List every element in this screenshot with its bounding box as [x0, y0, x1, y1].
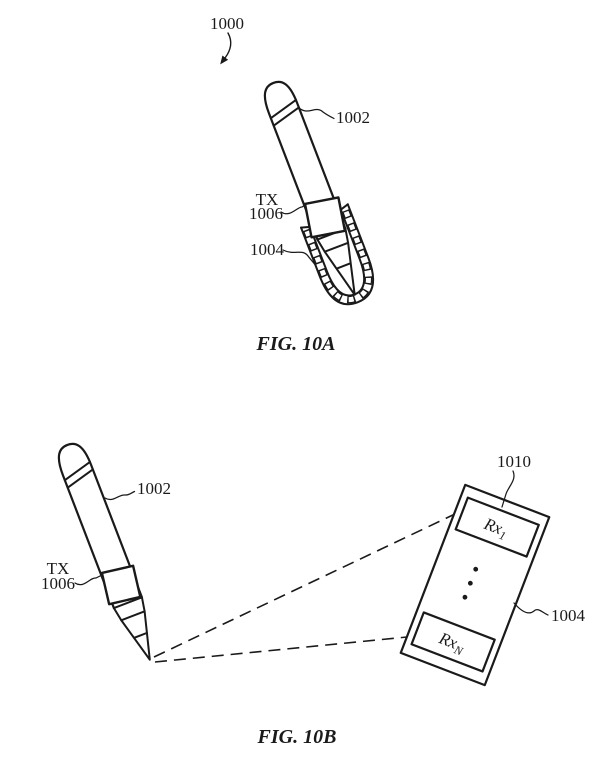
tx-label-a: TX — [256, 190, 279, 209]
tip-cover-inner-edge — [308, 208, 366, 297]
rx-first-electrode-box — [454, 496, 540, 558]
rx-last-electrode-box — [410, 611, 496, 673]
tip-cover-segments-hollow — [304, 209, 371, 302]
ellipsis-dot — [473, 566, 479, 572]
leader-1004-b — [513, 602, 549, 616]
leader-1006-a — [280, 204, 306, 215]
ref-label-1006-b: 1006 — [41, 574, 75, 593]
signal-dashed-line-upper — [153, 513, 456, 658]
caption-fig-10b: FIG. 10B — [257, 726, 337, 748]
rx-first-sub: 1 — [497, 528, 508, 543]
rx-panel: Rx1 RxN — [399, 483, 551, 687]
stylus-body-outline — [263, 80, 347, 241]
tx-label-b: TX — [47, 559, 70, 578]
leader-1010 — [501, 470, 515, 508]
stylus-10a — [263, 80, 375, 306]
ferrule — [112, 596, 146, 622]
ref-label-1000: 1000 — [210, 14, 244, 33]
ref-label-1004-a: 1004 — [250, 240, 285, 259]
leader-1002-a — [298, 107, 335, 120]
signal-dashed-line-lower — [154, 636, 408, 663]
stylus-body-outline — [57, 442, 144, 610]
ellipsis-dot — [462, 594, 468, 600]
ref-label-1004-b: 1004 — [551, 606, 586, 625]
cone-tip — [120, 610, 151, 661]
ref-label-1002-a: 1002 — [336, 108, 370, 127]
ref-1000-arrow — [220, 32, 232, 65]
leader-1002-b — [104, 490, 136, 501]
ellipsis-dot — [467, 580, 473, 586]
tx-electrode-10b — [100, 564, 142, 606]
cap-band-lines — [63, 460, 94, 489]
tip-cover-outer-edge — [300, 203, 375, 306]
leader-1006-b — [74, 575, 101, 586]
leader-1004-a — [282, 249, 317, 267]
ref-label-1006-a: 1006 — [249, 204, 283, 223]
cap-band-lines — [269, 98, 300, 127]
fig-10a: 1000 1002 TX 1006 1004 FIG. 10A — [210, 14, 375, 355]
caption-fig-10a: FIG. 10A — [256, 333, 336, 355]
stylus-10b — [57, 442, 151, 661]
ref-label-1002-b: 1002 — [137, 479, 171, 498]
fig-10b: Rx1 RxN 1002 TX 1006 1010 1004 FIG. 10B — [41, 442, 586, 748]
tx-electrode-10a — [303, 196, 347, 239]
ref-label-1010: 1010 — [497, 452, 531, 471]
